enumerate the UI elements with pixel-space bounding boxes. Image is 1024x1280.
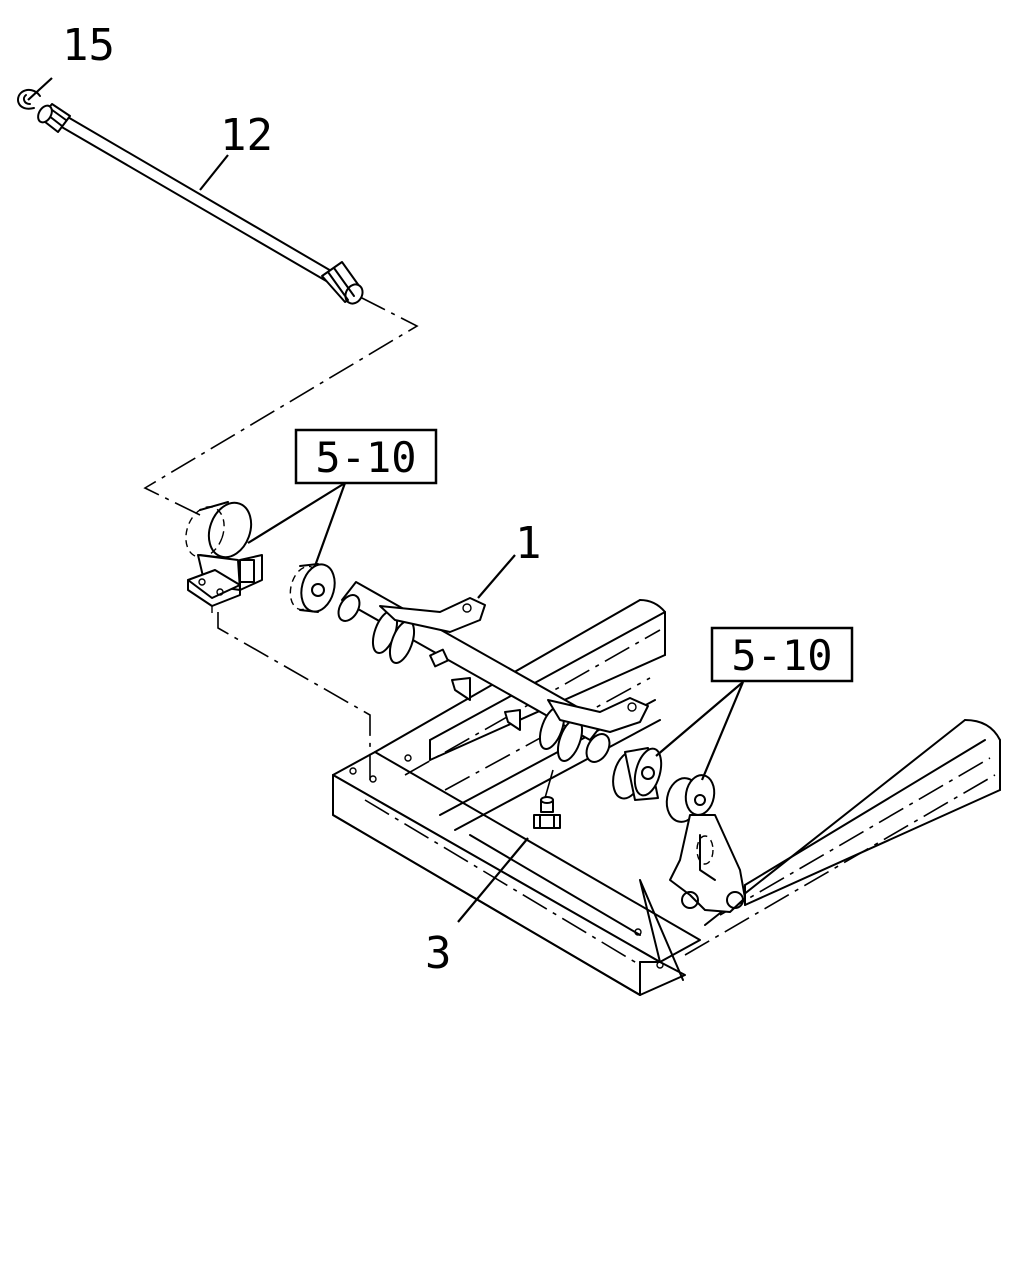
ref-box-left-label: 5-10 [315,433,416,482]
right-idler-arm [665,774,746,913]
ref-box-left: 5-10 [294,428,438,485]
ref-box-right-label: 5-10 [731,631,832,680]
leader-lines [27,77,745,923]
right-bushing [612,747,663,801]
callout-3: 3 [425,928,452,979]
left-bushing [289,563,336,613]
ref-box-right: 5-10 [710,626,854,683]
callout-1: 1 [515,518,542,569]
callout-12: 12 [220,110,273,161]
cross-shaft-part-1 [337,581,649,763]
chassis-frame [332,599,1001,996]
left-bracket [185,501,263,618]
grease-fitting-part-3 [533,796,561,829]
rod-part-12 [37,103,364,305]
assembly-lines [143,296,554,799]
callout-15: 15 [62,20,115,71]
